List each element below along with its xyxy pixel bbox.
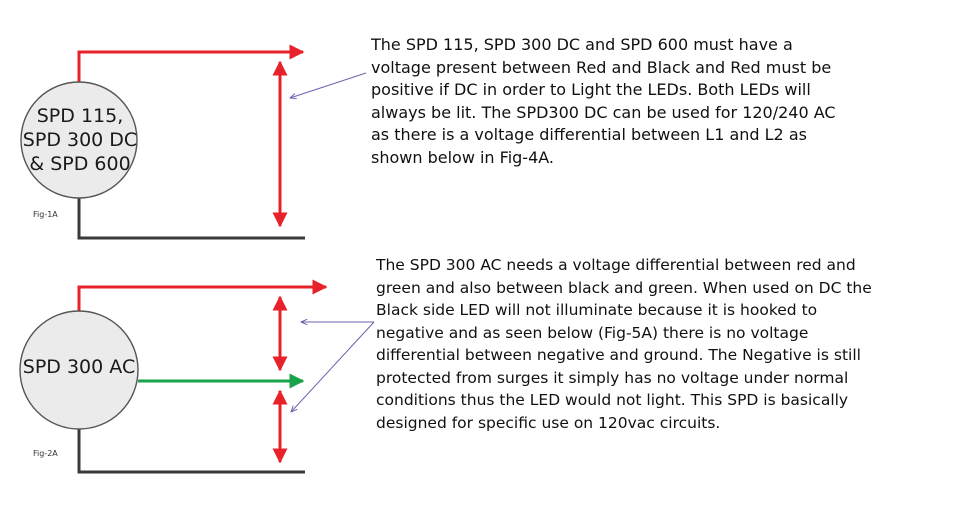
fig2-device-label: SPD 300 AC (20, 355, 138, 379)
fig1-description-line: shown below in Fig-4A. (371, 147, 554, 167)
fig1-device-label-line: SPD 300 DC (22, 129, 138, 151)
fig2-device-label-line: SPD 300 AC (22, 356, 136, 378)
fig2-description-line: protected from surges it simply has no v… (376, 368, 849, 387)
fig1-diagram (20, 44, 367, 240)
fig1-caption: Fig-1A (33, 210, 58, 219)
fig2-diagram (19, 279, 375, 474)
fig2-description-line: green and also between black and green. … (376, 278, 872, 297)
fig1-device-label: SPD 115, SPD 300 DC & SPD 600 (21, 104, 139, 176)
fig2-lower-pointer-line (291, 321, 375, 412)
fig1-red-wire (77, 44, 305, 95)
fig1-description: The SPD 115, SPD 300 DC and SPD 600 must… (371, 34, 836, 169)
fig2-caption: Fig-2A (33, 449, 58, 458)
fig2-red-wire (77, 279, 328, 325)
fig1-device-label-line: SPD 115, (36, 105, 124, 127)
fig1-pointer-line (290, 72, 367, 98)
fig1-description-line: positive if DC in order to Light the LED… (371, 80, 811, 99)
fig2-description-line: negative and as seen below (Fig-5A) ther… (376, 323, 809, 342)
fig1-description-line: as there is a voltage differential betwe… (371, 125, 807, 144)
fig2-description-line: conditions thus the LED would not light.… (376, 391, 849, 409)
fig2-description-line: Black side LED will not illuminate becau… (376, 301, 818, 319)
fig1-device-label-line: & SPD 600 (29, 153, 131, 175)
fig1-device-circle (20, 81, 138, 199)
fig1-description-line: always be lit. The SPD300 DC can be used… (371, 102, 836, 122)
fig2-description-line: The SPD 300 AC needs a voltage different… (376, 256, 856, 274)
fig1-description-line: The SPD 115, SPD 300 DC and SPD 600 must… (371, 35, 793, 54)
fig2-black-wire (77, 418, 305, 474)
fig2-description-line: differential between negative and ground… (376, 346, 861, 364)
fig1-black-wire (77, 185, 305, 240)
fig2-device-circle (19, 310, 139, 430)
fig2-description-line: designed for specific use on 120vac circ… (376, 413, 721, 432)
fig1-description-line: voltage present between Red and Black an… (371, 57, 832, 77)
fig2-description: The SPD 300 AC needs a voltage different… (376, 254, 872, 434)
